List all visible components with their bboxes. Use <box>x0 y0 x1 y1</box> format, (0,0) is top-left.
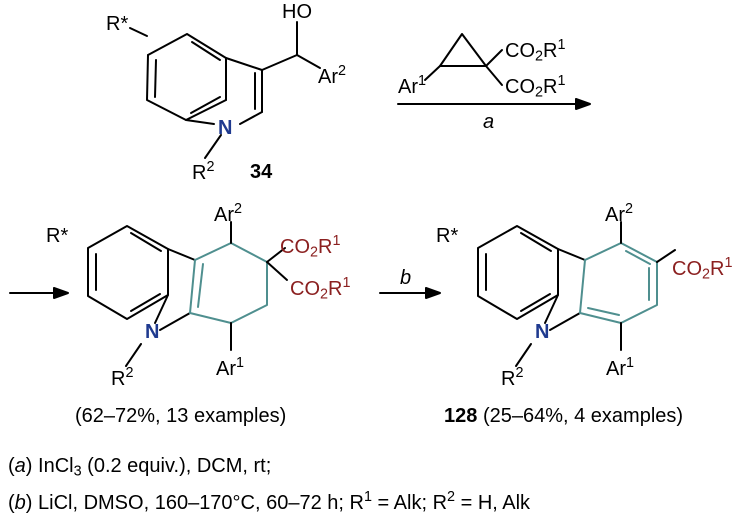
co2r1-label-reagent-bottom: CO2R1 <box>505 73 566 101</box>
reagent-cyclopropane <box>424 33 503 86</box>
intermediate-structure <box>87 221 288 367</box>
r-star-label-128: R* <box>436 225 459 247</box>
ho-label-34: HO <box>282 1 312 23</box>
compound-34-id: 34 <box>250 161 273 183</box>
ar2-label-34: Ar2 <box>318 63 347 88</box>
co2r1-label-intermediate-top: CO2R1 <box>280 233 341 261</box>
r2-label-128: R2 <box>501 365 524 390</box>
nitrogen-label-intermediate: N <box>145 321 160 343</box>
product-128-id: 128 <box>444 405 478 427</box>
ar1-label-reagent: Ar1 <box>398 73 427 98</box>
nitrogen-label-34: N <box>218 117 233 139</box>
co2r1-label-128: CO2R1 <box>672 255 733 283</box>
r2-label-34: R2 <box>192 159 215 184</box>
r2-label-intermediate: R2 <box>111 365 134 390</box>
r-star-label-34: R* <box>106 13 129 35</box>
ar1-label-intermediate: Ar1 <box>216 355 245 380</box>
co2r1-label-intermediate-bottom: CO2R1 <box>290 275 351 303</box>
arrow-a-head <box>575 98 591 110</box>
r-star-label-intermediate: R* <box>46 225 69 247</box>
arrow-b-head <box>425 287 441 299</box>
compound-34-structure <box>129 21 321 159</box>
intermediate-yield: (62–72%, 13 examples) <box>75 405 287 427</box>
co2r1-label-reagent-top: CO2R1 <box>505 37 566 65</box>
ar1-label-128: Ar1 <box>606 355 635 380</box>
ar2-label-128: Ar2 <box>605 201 634 226</box>
footnote-a: (a) InCl3 (0.2 equiv.), DCM, rt; <box>8 455 272 480</box>
product-128-caption: 128 (25–64%, 4 examples) <box>444 406 683 426</box>
arrow-in-head <box>53 287 69 299</box>
condition-a-label: a <box>483 111 495 133</box>
product-128-structure <box>477 221 676 367</box>
nitrogen-label-128: N <box>535 321 550 343</box>
step-b-label: b <box>400 267 412 289</box>
product-128-yield: (25–64%, 4 examples) <box>482 405 684 427</box>
footnote-b: (b) LiCl, DMSO, 160–170°C, 60–72 h; R1 =… <box>8 489 531 514</box>
ar2-label-intermediate: Ar2 <box>214 201 243 226</box>
